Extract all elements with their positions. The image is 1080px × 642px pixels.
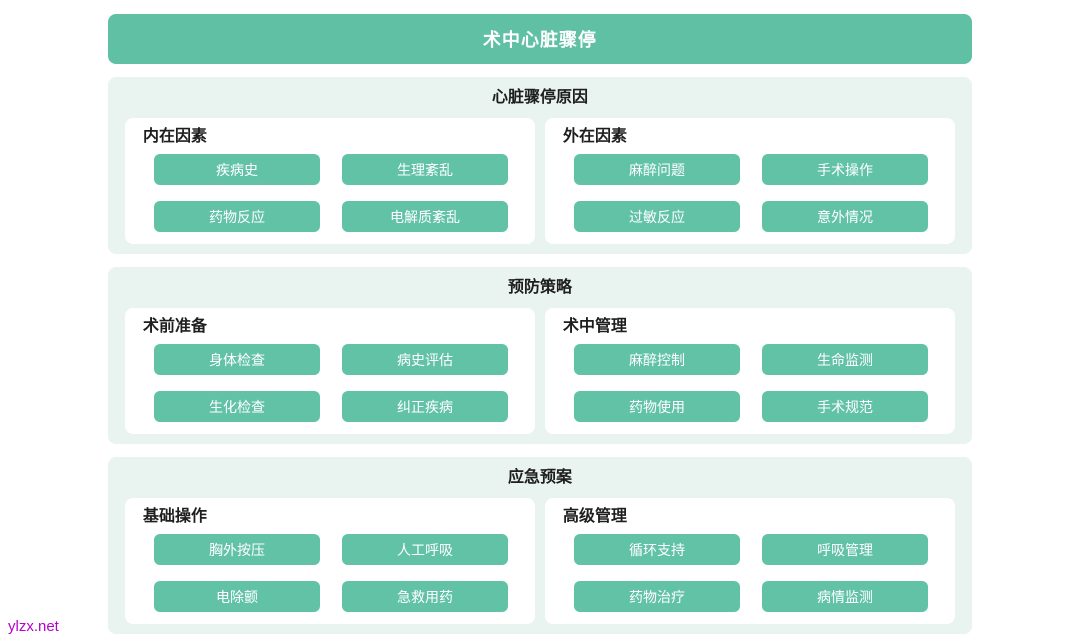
group-card: 术中管理 麻醉控制生命监测药物使用手术规范 bbox=[545, 308, 955, 434]
tag-button[interactable]: 呼吸管理 bbox=[762, 534, 928, 565]
tag-button[interactable]: 意外情况 bbox=[762, 201, 928, 232]
section-groups: 基础操作 胸外按压人工呼吸电除颤急救用药 高级管理 循环支持呼吸管理药物治疗病情… bbox=[125, 498, 955, 624]
watermark: ylzx.net bbox=[8, 618, 59, 635]
sections: 心脏骤停原因 内在因素 疾病史生理紊乱药物反应电解质紊乱 外在因素 麻醉问题手术… bbox=[108, 77, 972, 634]
group-grid: 麻醉问题手术操作过敏反应意外情况 bbox=[574, 154, 928, 232]
tag-button[interactable]: 电解质紊乱 bbox=[342, 201, 508, 232]
tag-button[interactable]: 生化检查 bbox=[154, 391, 320, 422]
section-title: 心脏骤停原因 bbox=[491, 89, 588, 106]
group-card: 内在因素 疾病史生理紊乱药物反应电解质紊乱 bbox=[125, 118, 535, 244]
page-title: 术中心脏骤停 bbox=[483, 30, 597, 50]
tag-button[interactable]: 麻醉控制 bbox=[574, 344, 740, 375]
group-heading: 外在因素 bbox=[563, 128, 628, 145]
group-grid: 循环支持呼吸管理药物治疗病情监测 bbox=[574, 534, 928, 612]
group-card: 高级管理 循环支持呼吸管理药物治疗病情监测 bbox=[545, 498, 955, 624]
tag-button[interactable]: 急救用药 bbox=[342, 581, 508, 612]
section: 应急预案 基础操作 胸外按压人工呼吸电除颤急救用药 高级管理 循环支持呼吸管理药… bbox=[108, 457, 972, 634]
section-groups: 内在因素 疾病史生理紊乱药物反应电解质紊乱 外在因素 麻醉问题手术操作过敏反应意… bbox=[125, 118, 955, 244]
mindmap-container: 术中心脏骤停 心脏骤停原因 内在因素 疾病史生理紊乱药物反应电解质紊乱 外在因素… bbox=[108, 0, 972, 634]
group-heading: 术中管理 bbox=[563, 318, 628, 335]
tag-button[interactable]: 疾病史 bbox=[154, 154, 320, 185]
tag-button[interactable]: 麻醉问题 bbox=[574, 154, 740, 185]
group-card: 基础操作 胸外按压人工呼吸电除颤急救用药 bbox=[125, 498, 535, 624]
tag-button[interactable]: 药物使用 bbox=[574, 391, 740, 422]
tag-button[interactable]: 人工呼吸 bbox=[342, 534, 508, 565]
tag-button[interactable]: 生理紊乱 bbox=[342, 154, 508, 185]
tag-button[interactable]: 生命监测 bbox=[762, 344, 928, 375]
tag-button[interactable]: 病情监测 bbox=[762, 581, 928, 612]
tag-button[interactable]: 药物治疗 bbox=[574, 581, 740, 612]
section-groups: 术前准备 身体检查病史评估生化检查纠正疾病 术中管理 麻醉控制生命监测药物使用手… bbox=[125, 308, 955, 434]
tag-button[interactable]: 循环支持 bbox=[574, 534, 740, 565]
group-card: 外在因素 麻醉问题手术操作过敏反应意外情况 bbox=[545, 118, 955, 244]
tag-button[interactable]: 电除颤 bbox=[154, 581, 320, 612]
tag-button[interactable]: 病史评估 bbox=[342, 344, 508, 375]
tag-button[interactable]: 过敏反应 bbox=[574, 201, 740, 232]
section-title: 预防策略 bbox=[507, 279, 572, 296]
page-title-bar: 术中心脏骤停 bbox=[108, 14, 972, 64]
group-heading: 基础操作 bbox=[143, 508, 208, 525]
group-heading: 术前准备 bbox=[143, 318, 208, 335]
tag-button[interactable]: 药物反应 bbox=[154, 201, 320, 232]
group-grid: 胸外按压人工呼吸电除颤急救用药 bbox=[154, 534, 508, 612]
group-card: 术前准备 身体检查病史评估生化检查纠正疾病 bbox=[125, 308, 535, 434]
group-grid: 麻醉控制生命监测药物使用手术规范 bbox=[574, 344, 928, 422]
section-title: 应急预案 bbox=[507, 469, 572, 486]
section: 预防策略 术前准备 身体检查病史评估生化检查纠正疾病 术中管理 麻醉控制生命监测… bbox=[108, 267, 972, 444]
tag-button[interactable]: 手术操作 bbox=[762, 154, 928, 185]
tag-button[interactable]: 手术规范 bbox=[762, 391, 928, 422]
tag-button[interactable]: 纠正疾病 bbox=[342, 391, 508, 422]
group-grid: 身体检查病史评估生化检查纠正疾病 bbox=[154, 344, 508, 422]
tag-button[interactable]: 身体检查 bbox=[154, 344, 320, 375]
group-heading: 高级管理 bbox=[563, 508, 628, 525]
tag-button[interactable]: 胸外按压 bbox=[154, 534, 320, 565]
section: 心脏骤停原因 内在因素 疾病史生理紊乱药物反应电解质紊乱 外在因素 麻醉问题手术… bbox=[108, 77, 972, 254]
group-heading: 内在因素 bbox=[143, 128, 208, 145]
group-grid: 疾病史生理紊乱药物反应电解质紊乱 bbox=[154, 154, 508, 232]
